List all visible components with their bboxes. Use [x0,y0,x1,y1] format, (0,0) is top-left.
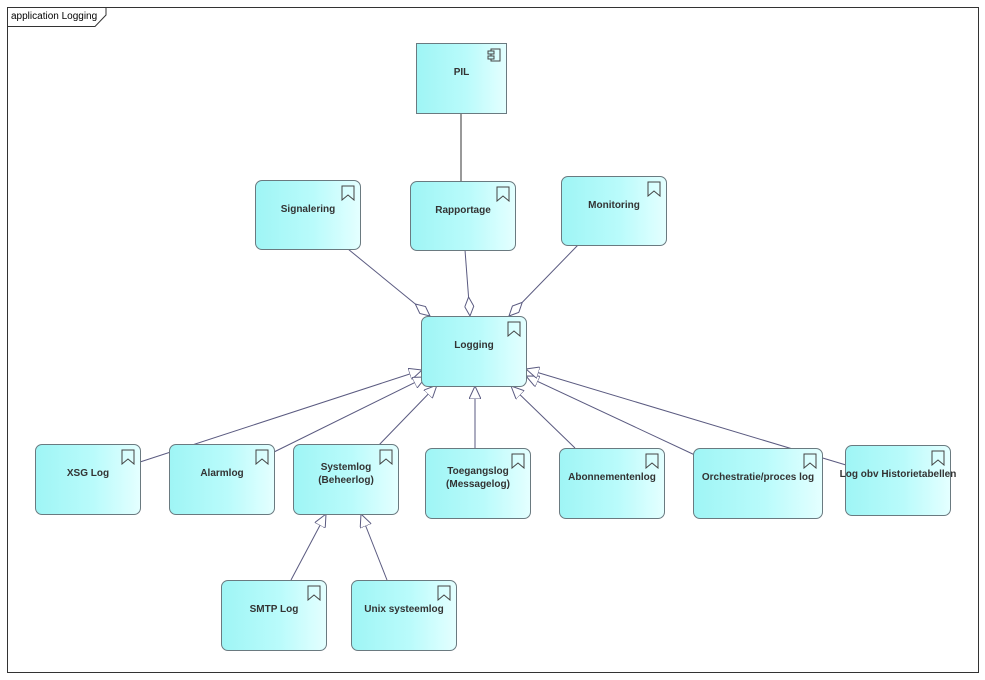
bookmark-icon [507,321,521,337]
node-xsg-log[interactable]: XSG Log [35,444,141,515]
node-rapportage-label: Rapportage [435,204,491,216]
bookmark-icon [341,185,355,201]
node-smtp-log-label: SMTP Log [249,604,299,615]
node-historietabellen-label: Log obv Historietabellen [839,469,957,480]
edge-alarmlog-logging [273,377,426,453]
node-monitoring[interactable]: Monitoring [561,176,667,246]
node-orchestratie[interactable]: Orchestratie/proces log [693,448,823,519]
node-unix-systeemlog[interactable]: Unix systeemlog [351,580,457,651]
node-historietabellen[interactable]: Log obv Historietabellen [840,445,956,516]
edge-abonnementenlog-logging [511,386,576,449]
node-toegangslog-label: Toegangslog (Messagelog) [446,465,510,490]
node-logging-label: Logging [454,340,494,351]
bookmark-icon [379,449,393,465]
bookmark-icon [931,450,945,466]
component-icon [487,48,501,62]
node-smtp-log[interactable]: SMTP Log [221,580,327,651]
bookmark-icon [437,585,451,601]
diagram-title: application Logging [11,11,98,22]
node-pil-label: PIL [453,67,470,78]
bookmark-icon [121,449,135,465]
edge-monitoring-logging [509,244,579,316]
bookmark-icon [496,186,510,202]
bookmark-icon [511,453,525,469]
node-pil[interactable]: PIL [416,43,507,114]
bookmark-icon [647,181,661,197]
edge-rapportage-logging [465,249,470,316]
edge-systemlog-logging [377,385,437,447]
bookmark-icon [645,453,659,469]
node-monitoring-label: Monitoring [588,199,640,211]
node-systemlog[interactable]: Systemlog (Beheerlog) [293,444,399,515]
bookmark-icon [307,585,321,601]
frame-tab-shape [7,7,107,27]
node-abonnementenlog-label: Abonnementenlog [568,472,656,483]
edge-smtplog-systemlog [290,514,326,581]
node-systemlog-label: Systemlog (Beheerlog) [318,461,374,486]
bookmark-icon [255,449,269,465]
edge-signalering-logging [347,248,430,316]
node-alarmlog[interactable]: Alarmlog [169,444,275,515]
node-rapportage[interactable]: Rapportage [410,181,516,251]
node-abonnementenlog[interactable]: Abonnementenlog [559,448,665,519]
diagram-frame [7,7,979,673]
edge-orchestratie-logging [526,376,698,457]
node-signalering[interactable]: Signalering [255,180,361,250]
node-orchestratie-label: Orchestratie/proces log [701,472,815,483]
node-alarmlog-label: Alarmlog [200,468,244,479]
edge-unixlog-systemlog [361,514,388,581]
node-signalering-label: Signalering [280,203,336,215]
node-xsg-log-label: XSG Log [66,468,110,479]
node-unix-systeemlog-label: Unix systeemlog [364,604,444,615]
bookmark-icon [803,453,817,469]
node-logging[interactable]: Logging [421,316,527,387]
node-toegangslog[interactable]: Toegangslog (Messagelog) [425,448,531,519]
